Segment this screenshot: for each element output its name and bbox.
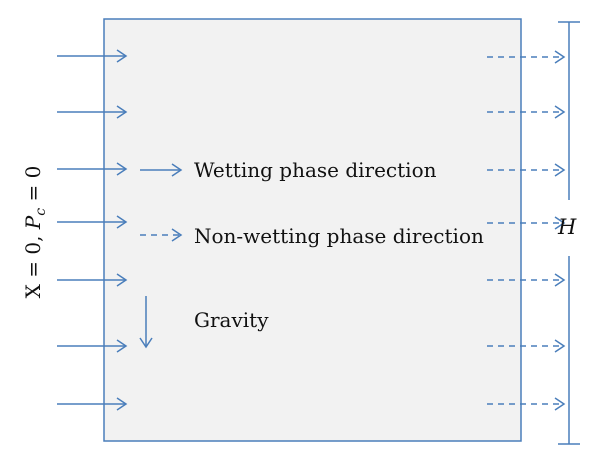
arrow-down-icon <box>139 296 153 349</box>
legend-wetting: Wetting phase direction <box>140 158 437 182</box>
boundary-condition-label: X = 0, Pc = 0 <box>21 166 49 299</box>
solid-arrow-right-icon <box>140 163 183 177</box>
outlet-arrows <box>487 50 566 411</box>
height-label: H <box>557 215 577 239</box>
dimension-bracket-icon <box>558 21 580 445</box>
wetting-phase-label: Wetting phase direction <box>194 158 437 182</box>
solid-arrow-right-icon <box>57 162 128 176</box>
legend-nonwetting: Non-wetting phase direction <box>140 224 484 248</box>
boundary-suffix: = 0 <box>21 166 45 208</box>
legend-gravity: Gravity <box>139 296 269 349</box>
solid-arrow-right-icon <box>57 49 128 63</box>
dashed-arrow-right-icon <box>140 228 183 242</box>
dashed-arrow-right-icon <box>487 163 566 177</box>
nonwetting-phase-label: Non-wetting phase direction <box>194 224 484 248</box>
dashed-arrow-right-icon <box>487 397 566 411</box>
boundary-var: P <box>21 215 45 230</box>
boundary-var-sub: c <box>33 208 49 216</box>
inlet-arrows <box>57 49 128 411</box>
solid-arrow-right-icon <box>57 339 128 353</box>
dashed-arrow-right-icon <box>487 216 566 230</box>
solid-arrow-right-icon <box>57 105 128 119</box>
gravity-label: Gravity <box>194 308 269 332</box>
boundary-prefix: X = 0, <box>21 229 45 298</box>
dashed-arrow-right-icon <box>487 273 566 287</box>
solid-arrow-right-icon <box>57 397 128 411</box>
dashed-arrow-right-icon <box>487 339 566 353</box>
dashed-arrow-right-icon <box>487 105 566 119</box>
dashed-arrow-right-icon <box>487 50 566 64</box>
solid-arrow-right-icon <box>57 273 128 287</box>
solid-arrow-right-icon <box>57 215 128 229</box>
